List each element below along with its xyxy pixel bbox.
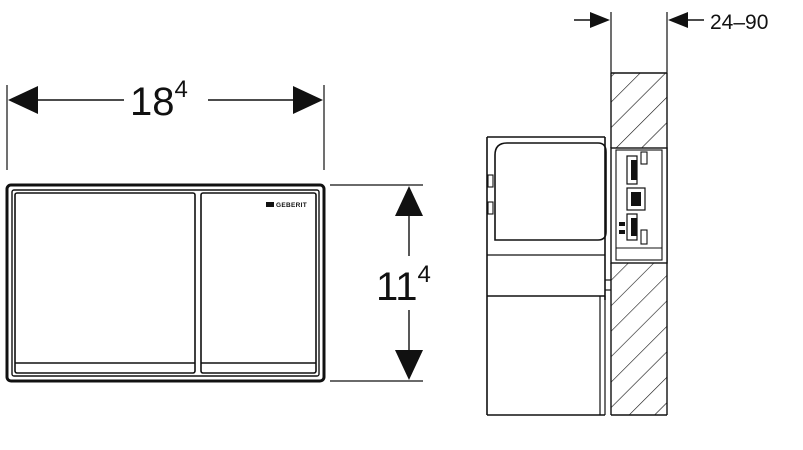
cistern-box [486,136,611,416]
height-label: 114 [376,261,431,309]
flush-plate-frame [5,183,326,383]
arrow-up-icon [395,186,423,216]
wall-range-label: 24–90 [710,11,768,34]
height-superscript: 4 [418,261,431,288]
side-view: 24–90 [486,11,768,416]
arrow-left-icon [8,86,38,114]
width-value: 18 [130,80,175,124]
flush-plate-inner-frame [11,189,320,377]
height-dimension: 114 [330,184,431,382]
width-dimension: 184 [6,76,325,170]
arrow-down-icon [395,350,423,380]
height-value: 11 [376,265,418,309]
arrow-right-icon [293,86,323,114]
flush-mechanism [610,147,668,264]
front-view: GEBERIT [5,183,326,383]
large-flush-button [14,192,196,374]
arrow-right-icon [590,12,610,28]
logo-text: GEBERIT [276,202,307,209]
width-label: 184 [130,76,188,124]
width-superscript: 4 [175,76,188,103]
arrow-left-icon [668,12,688,28]
wall-section [610,72,668,416]
small-flush-button [200,192,317,374]
wall-thickness-dimension: 24–90 [574,11,768,73]
geberit-logo: GEBERIT [266,202,307,209]
